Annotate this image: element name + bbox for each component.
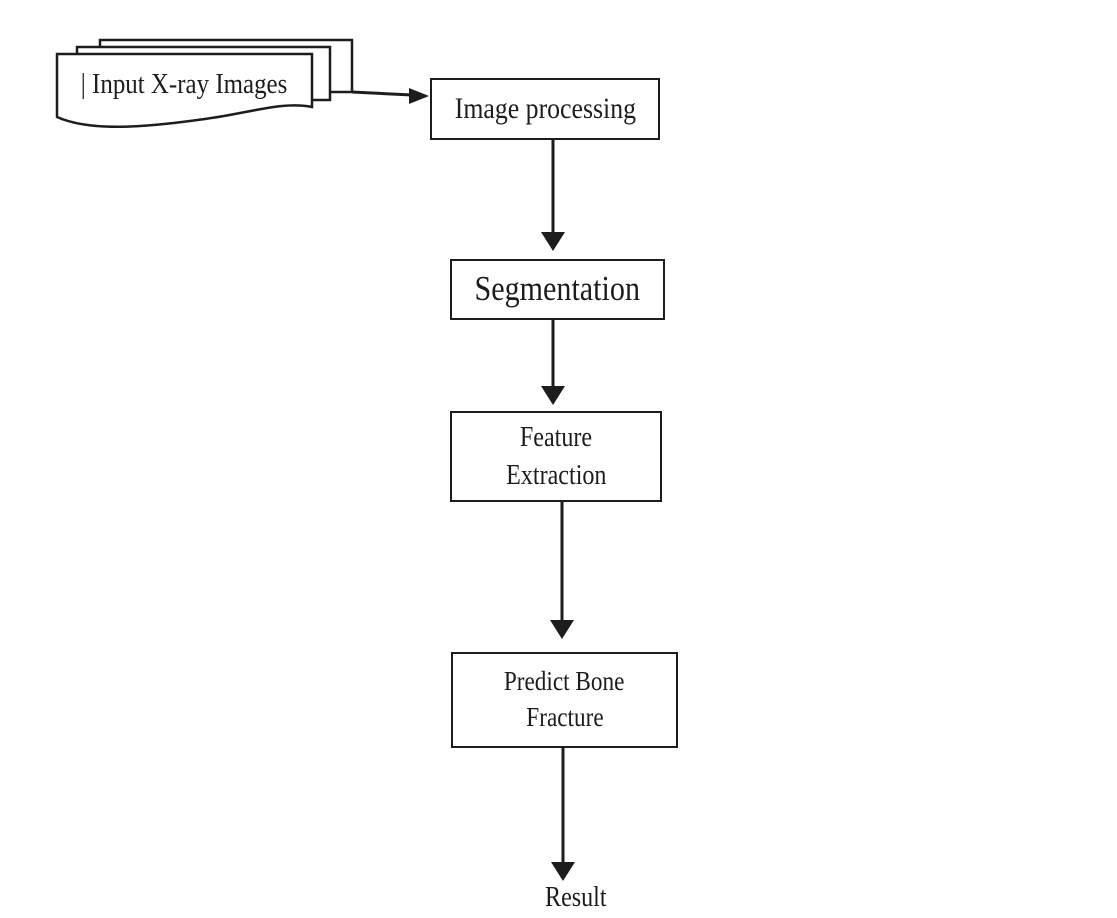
input-xray-images-label: | Input X-ray Images xyxy=(81,67,288,100)
node-feature-extraction: Feature Extraction xyxy=(450,411,662,502)
node-result: Result xyxy=(476,880,676,916)
node-predict-bone-fracture: Predict Bone Fracture xyxy=(451,652,678,748)
image-processing-label: Image processing xyxy=(454,92,636,126)
node-segmentation: Segmentation xyxy=(450,259,665,320)
arrow-input-to-image-processing xyxy=(351,88,429,104)
node-image-processing: Image processing xyxy=(430,78,660,140)
result-label: Result xyxy=(545,882,607,914)
predict-bone-fracture-label-line2: Fracture xyxy=(525,702,604,732)
predict-bone-fracture-label-line1: Predict Bone xyxy=(504,666,625,697)
node-input-xray-images: | Input X-ray Images xyxy=(57,54,312,114)
arrow-segmentation-to-feature-extraction xyxy=(541,320,565,405)
feature-extraction-label-line2: Extraction xyxy=(505,459,607,491)
segmentation-label: Segmentation xyxy=(474,269,641,309)
stacked-documents-icon xyxy=(55,38,354,129)
feature-extraction-label-line1: Feature xyxy=(519,422,593,454)
arrow-predict-to-result xyxy=(551,748,575,881)
arrow-feature-extraction-to-predict xyxy=(550,502,574,639)
arrow-image-processing-to-segmentation xyxy=(541,140,565,251)
